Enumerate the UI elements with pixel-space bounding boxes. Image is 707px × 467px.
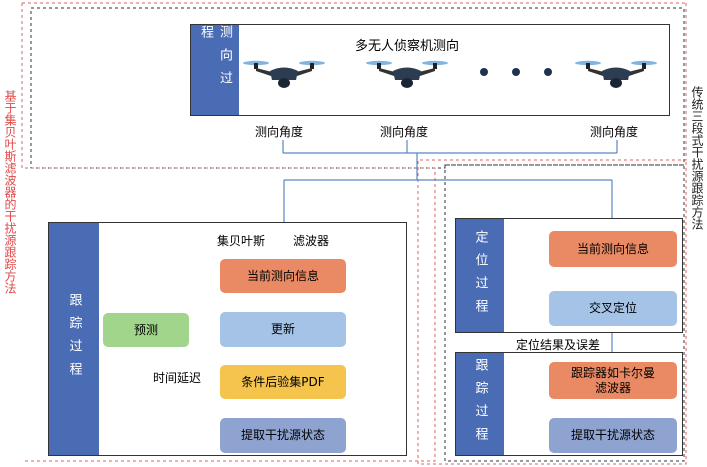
bayes-tracking-sidebar: 跟踪过程: [49, 223, 99, 455]
traditional-tracking-sidebar: 跟踪过程: [456, 353, 504, 455]
traditional-tracking-label: 跟踪过程: [472, 358, 488, 450]
current-info-node: 当前测向信息: [220, 259, 346, 293]
filter-label-part2: 滤波器: [293, 234, 330, 248]
time-delay-label: 时间延迟: [153, 371, 202, 385]
cross-positioning-text: 交叉定位: [588, 301, 637, 315]
kalman-tracker-text-line2: 滤波器: [594, 380, 631, 395]
positioning-current-info-node: 当前测向信息: [549, 231, 677, 267]
positioning-sidebar: 定位过程: [456, 219, 504, 332]
predict-text: 预测: [133, 322, 158, 337]
positioning-current-info-text: 当前测向信息: [576, 241, 649, 256]
direction-finding-sidebar: 测向过程: [191, 25, 239, 115]
ellipsis-dots-icon: [480, 68, 552, 76]
update-text: 更新: [270, 322, 295, 336]
bayes-extract-state-text: 提取干扰源状态: [240, 428, 325, 442]
condition-pdf-node: 条件后验集PDF: [220, 365, 346, 399]
direction-finding-title: 多无人侦察机测向: [355, 39, 460, 54]
drone-icon: [243, 60, 325, 88]
right-method-title: 传统三段式干扰源跟踪方法: [690, 86, 704, 230]
left-red-outline-real: [21, 2, 686, 462]
cross-positioning-node: 交叉定位: [549, 291, 677, 326]
drone-angle-label: 测向角度: [255, 125, 304, 139]
current-info-text: 当前测向信息: [246, 268, 319, 283]
traditional-extract-state-node: 提取干扰源状态: [549, 418, 677, 453]
left-method-title: 基于集贝叶斯滤波器的干扰源跟踪方法: [3, 90, 17, 294]
direction-finding-label: 测向过程: [198, 25, 232, 94]
positioning-result-label: 定位结果及误差: [516, 338, 601, 352]
bayes-extract-state-node: 提取干扰源状态: [220, 418, 346, 453]
right-red-outline-real: [417, 3, 687, 465]
drone-angle-label: 测向角度: [380, 125, 429, 139]
right-dashed-outline: [444, 164, 685, 462]
angle-collect-lines: [282, 140, 618, 230]
kalman-tracker-node: 跟踪器如卡尔曼 滤波器: [549, 362, 677, 399]
condition-pdf-text: 条件后验集PDF: [241, 374, 325, 389]
drone-icon: [575, 60, 657, 88]
filter-label-part1: 集贝叶斯: [217, 234, 266, 248]
kalman-tracker-text-line1: 跟踪器如卡尔曼: [570, 365, 655, 380]
positioning-label: 定位过程: [472, 229, 488, 322]
traditional-extract-state-text: 提取干扰源状态: [570, 428, 655, 442]
update-node: 更新: [220, 312, 346, 347]
bayes-tracking-label: 跟踪过程: [66, 293, 82, 385]
predict-node: 预测: [103, 313, 189, 347]
drone-angle-label: 测向角度: [590, 125, 639, 139]
drone-icon: [366, 60, 448, 88]
